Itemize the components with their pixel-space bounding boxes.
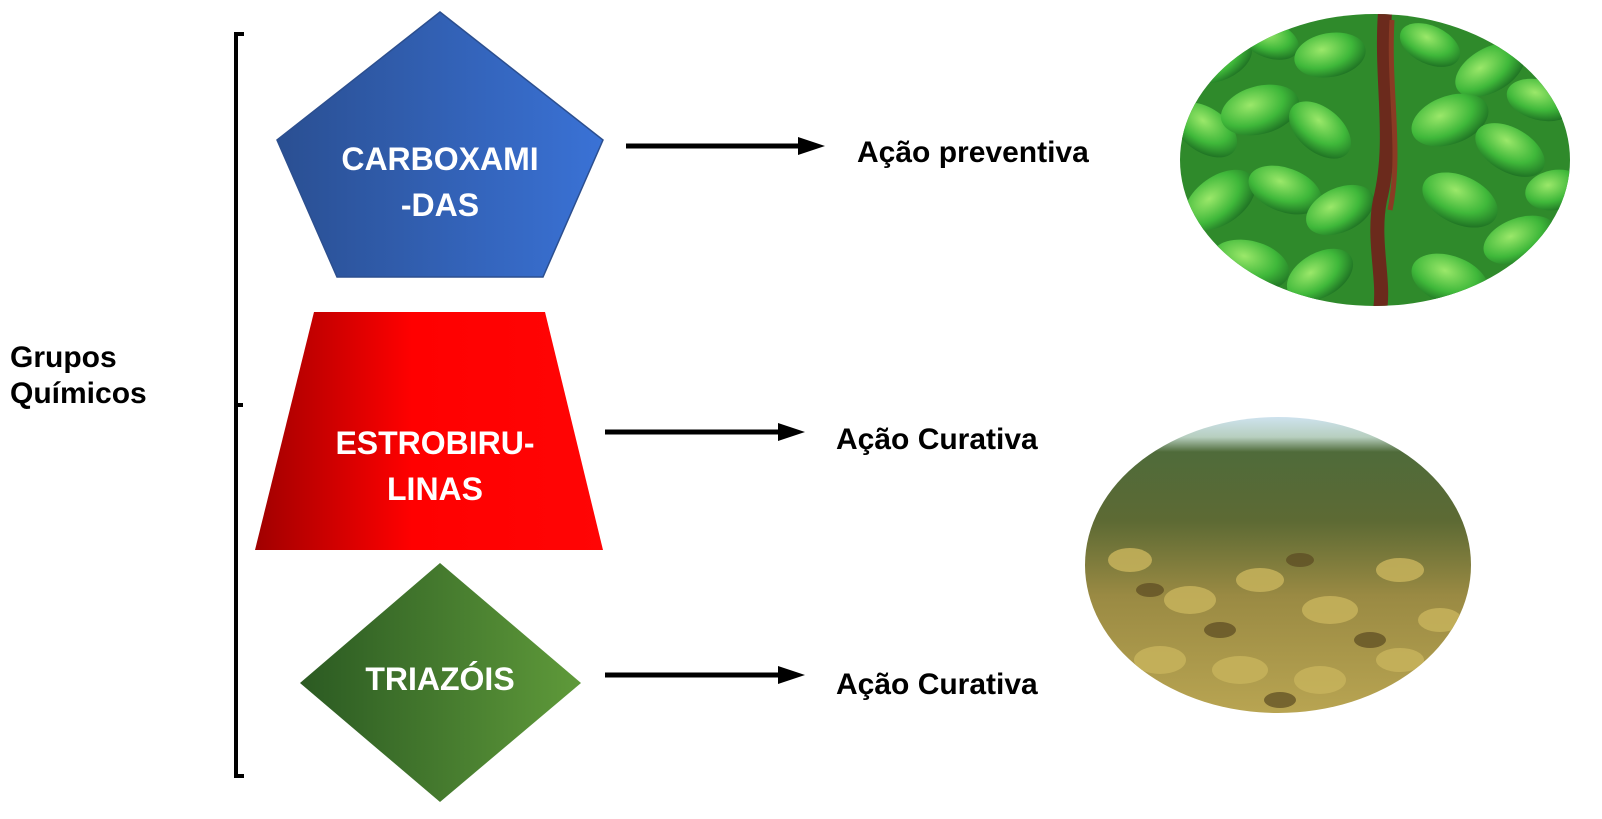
action-label-carboxamidas: Ação preventiva [857, 136, 1089, 169]
triazois-label-line-1: TRIAZÓIS [365, 661, 515, 697]
diseased-soybean-photo [1085, 417, 1471, 713]
carboxamidas-label: CARBOXAMI -DAS [300, 136, 580, 228]
carboxamidas-label-line-2: -DAS [400, 187, 480, 223]
arrow-estrobirulinas [605, 423, 805, 441]
estrobirulinas-trapezoid [255, 312, 603, 550]
estrobirulinas-label-line-1: ESTROBIRU- [335, 425, 535, 461]
triazois-diamond [300, 563, 581, 802]
estrobirulinas-label-line-2: LINAS [387, 471, 483, 507]
group-label-line-2: Químicos [10, 377, 147, 410]
estrobirulinas-label: ESTROBIRU- LINAS [290, 420, 580, 512]
carboxamidas-label-line-1: CARBOXAMI [341, 141, 539, 177]
triazois-label: TRIAZÓIS [330, 656, 550, 702]
healthy-soybean-photo [1180, 14, 1570, 306]
arrow-carboxamidas [626, 137, 825, 155]
action-label-triazois: Ação Curativa [836, 668, 1038, 701]
action-label-estrobirulinas: Ação Curativa [836, 423, 1038, 456]
group-label: Grupos Químicos [10, 340, 147, 412]
group-label-line-1: Grupos [10, 341, 117, 374]
arrow-triazois [605, 666, 805, 684]
carboxamidas-pentagon [276, 11, 604, 278]
